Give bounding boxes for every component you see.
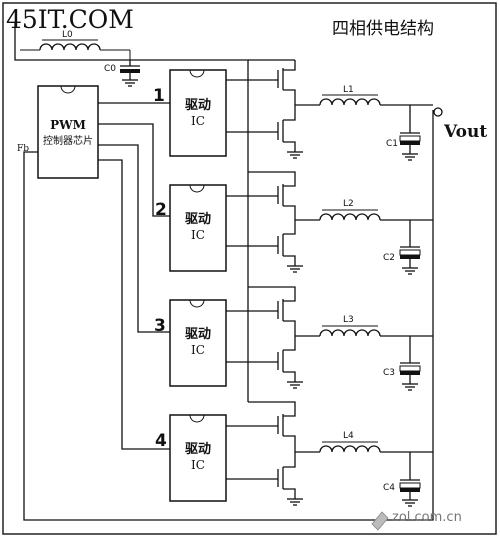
driver-ic-2-sub: IC [191,228,205,242]
driver-ic-4-label: 驱动 [185,442,211,457]
phase-3-number: 3 [154,316,166,336]
driver-ic-1-sub: IC [191,114,205,128]
pwm-sublabel: 控制器芯片 [43,134,93,147]
phase-1: 驱动 IC [169,60,433,161]
diagram-title: 四相供电结构 [332,19,434,39]
watermark-top: 45IT.COM [6,5,134,34]
feedback-line [23,125,434,521]
outer-frame [2,2,497,535]
phase-4: 驱动 IC [169,401,433,507]
phase-3: 驱动 IC [169,286,433,391]
phase-1-number: 1 [153,86,165,106]
phase-2-cap-label: C2 [383,253,395,263]
driver-ic-4 [169,414,227,502]
phase-3-cap-label: C3 [383,368,395,378]
pwm-notch [60,85,76,94]
driver-ic-2 [169,184,227,272]
input-inductor-label: L0 [62,30,73,40]
phase-2-inductor-label: L2 [343,199,354,209]
input-capacitor [120,60,140,87]
phase-2: 驱动 IC [169,171,433,275]
input-inductor [20,39,131,60]
phase-4-inductor-label: L4 [343,431,354,441]
input-rail [14,22,249,402]
driver-ic-2-label: 驱动 [185,212,211,227]
driver-ic-3 [169,299,227,387]
phase-1-cap-label: C1 [386,139,398,149]
vout-label: Vout [443,122,487,142]
vout-terminal [433,107,443,117]
phase-4-number: 4 [155,431,167,451]
driver-ic-1-label: 驱动 [185,98,211,113]
input-capacitor-label: C0 [104,64,116,74]
driver-ic-1 [169,69,227,157]
pwm-line-2 [98,123,170,217]
driver-ic-3-label: 驱动 [185,327,211,342]
driver-ic-4-sub: IC [191,458,205,472]
pwm-line-4 [98,159,170,450]
phase-2-number: 2 [155,200,167,220]
pwm-line-3 [98,144,170,333]
phase-1-inductor-label: L1 [343,85,354,95]
watermark-logo [371,511,389,531]
pwm-label: PWM [50,118,86,132]
phase-3-inductor-label: L3 [343,315,354,325]
phase-4-cap-label: C4 [383,483,395,493]
driver-ic-3-sub: IC [191,343,205,357]
watermark-bottom: zol.com.cn [392,510,462,525]
pwm-controller-chip [37,85,99,179]
fb-pin-label: Fb [17,144,29,154]
